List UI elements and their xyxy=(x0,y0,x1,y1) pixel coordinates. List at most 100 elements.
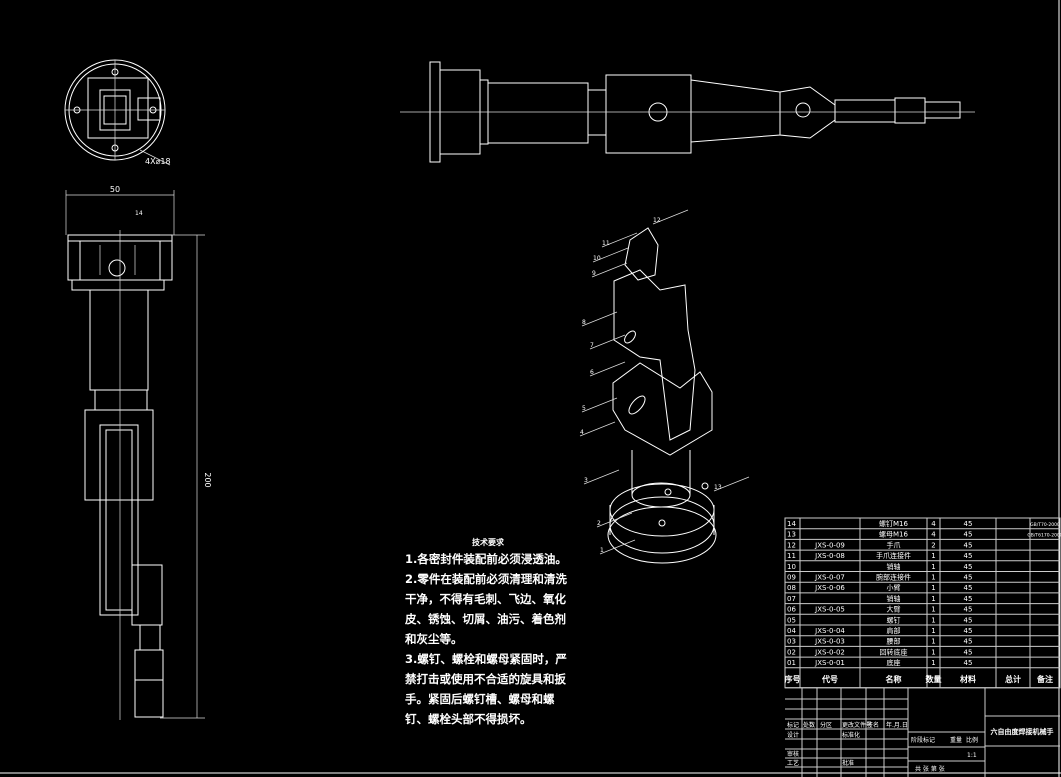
tb-change-doc: 更改文件号 xyxy=(842,721,872,729)
bom-header-name: 名称 xyxy=(886,674,902,684)
bom-cell-name: 回转底座 xyxy=(880,647,908,656)
tech-req-title: 技术要求 xyxy=(472,538,504,547)
bom-cell-qty: 4 xyxy=(931,520,936,528)
width-dimension: 50 xyxy=(110,185,120,194)
tb-sheets: 共 张 第 张 xyxy=(915,765,945,773)
bom-cell-name: 螺钉M16 xyxy=(879,519,908,528)
part-balloon: 6 xyxy=(590,369,594,376)
part-balloon: 1 xyxy=(600,547,604,554)
title-block: 标记处数分区更改文件号签名年.月.日设计标准化审核工艺批准阶段标记重量比例1:1… xyxy=(785,687,1060,777)
leader-line xyxy=(583,469,620,485)
tech-req-line: 1.各密封件装配前必须浸透油。 xyxy=(405,552,567,566)
bom-cell-material: 45 xyxy=(964,606,973,614)
tb-approve: 批准 xyxy=(842,759,854,767)
bom-cell-name: 腰部 xyxy=(887,637,901,646)
bom-header-remark: 备注 xyxy=(1036,674,1053,684)
bom-cell-no: 14 xyxy=(787,520,796,528)
tb-designer: 设计 xyxy=(787,731,799,739)
tb-scale: 比例 xyxy=(966,736,978,744)
bom-cell-code: JXS-0-09 xyxy=(814,541,845,549)
bom-cell-name: 底座 xyxy=(887,658,901,667)
bom-cell-material: 45 xyxy=(964,552,973,560)
bom-cell-qty: 2 xyxy=(931,541,935,549)
leader-line xyxy=(592,247,629,263)
bom-cell-material: 45 xyxy=(964,520,973,528)
part-balloon: 7 xyxy=(590,342,594,349)
bom-cell-code: JXS-0-08 xyxy=(814,552,845,560)
part-balloon: 3 xyxy=(584,477,588,484)
part-balloon: 4 xyxy=(580,429,584,436)
tb-date: 年.月.日 xyxy=(886,721,908,729)
tb-weight: 重量 xyxy=(950,736,962,744)
holes-dimension: 4X⌀18 xyxy=(145,157,171,166)
bom-cell-material: 45 xyxy=(964,616,973,624)
bom-cell-qty: 1 xyxy=(931,552,935,560)
bom-cell-qty: 1 xyxy=(931,638,935,646)
technical-requirements: 技术要求 1.各密封件装配前必须浸透油。 2.零件在装配前必须清理和清洗干净，不… xyxy=(405,536,571,729)
tb-signature: 签名 xyxy=(867,721,879,729)
bom-cell-qty: 1 xyxy=(931,563,935,571)
tech-req-line: 2.零件在装配前必须清理和清洗干净，不得有毛刺、飞边、氧化皮、锈蚀、切屑、油污、… xyxy=(405,572,567,646)
part-balloon: 13 xyxy=(714,484,722,491)
leader-line xyxy=(596,512,633,528)
bom-cell-qty: 1 xyxy=(931,648,935,656)
bom-cell-material: 45 xyxy=(964,584,973,592)
part-balloon: 12 xyxy=(653,217,661,224)
bom-cell-qty: 1 xyxy=(931,595,935,603)
bom-cell-qty: 1 xyxy=(931,627,935,635)
tb-count: 处数 xyxy=(803,721,815,729)
bom-cell-no: 07 xyxy=(787,595,796,603)
bom-cell-material: 45 xyxy=(964,648,973,656)
bom-cell-no: 06 xyxy=(787,606,796,614)
bom-header-weight: 总计 xyxy=(1005,674,1021,684)
part-balloon: 11 xyxy=(602,240,610,247)
bom-cell-name: 手爪连接件 xyxy=(876,551,911,560)
bom-cell-code: JXS-0-06 xyxy=(814,584,845,592)
bom-cell-material: 45 xyxy=(964,595,973,603)
bom-cell-material: 45 xyxy=(964,563,973,571)
part-balloon: 2 xyxy=(597,520,601,527)
bom-cell-code: JXS-0-03 xyxy=(814,638,845,646)
top-view: 4X⌀18 xyxy=(64,59,171,166)
bom-cell-material: 45 xyxy=(964,627,973,635)
leader-line xyxy=(579,421,616,437)
bom-header-qty: 数量 xyxy=(926,674,942,684)
bom-cell-no: 09 xyxy=(787,574,796,582)
bom-cell-material: 45 xyxy=(964,541,973,549)
bom-header-code: 代号 xyxy=(821,674,838,684)
leader-line xyxy=(589,334,626,350)
bom-cell-no: 03 xyxy=(787,638,796,646)
bom-cell-material: 45 xyxy=(964,659,973,667)
part-balloon: 5 xyxy=(582,405,586,412)
leader-line xyxy=(601,232,638,248)
bom-cell-name: 腕部连接件 xyxy=(876,573,911,582)
tech-req-line: 3.螺钉、螺栓和螺母紧固时，严禁打击或使用不合适的旋具和扳手。紧固后螺钉槽、螺母… xyxy=(405,652,567,726)
bom-cell-remark: GB/T6170-2000 xyxy=(1027,533,1061,539)
part-balloon: 10 xyxy=(593,255,601,262)
part-balloon: 9 xyxy=(592,270,596,277)
bom-cell-name: 手爪 xyxy=(887,540,901,549)
tb-zone: 分区 xyxy=(820,721,832,729)
bom-cell-no: 08 xyxy=(787,584,796,592)
height-dimension: 200 xyxy=(203,472,212,487)
bom-cell-qty: 1 xyxy=(931,659,935,667)
bom-cell-qty: 1 xyxy=(931,584,935,592)
bom-cell-no: 05 xyxy=(787,616,796,624)
tb-process: 工艺 xyxy=(787,759,799,767)
bom-cell-no: 11 xyxy=(787,552,796,560)
bom-cell-name: 销轴 xyxy=(887,594,901,603)
front-view: 50 14 200 xyxy=(65,185,212,720)
bom-cell-qty: 4 xyxy=(931,531,936,539)
bom-cell-code: JXS-0-04 xyxy=(814,627,845,635)
bom-cell-name: 小臂 xyxy=(887,583,901,592)
bom-cell-no: 13 xyxy=(787,531,796,539)
bom-cell-name: 销轴 xyxy=(887,562,901,571)
bom-cell-code: JXS-0-02 xyxy=(814,648,845,656)
bom-cell-name: 大臂 xyxy=(887,605,901,614)
bom-cell-material: 45 xyxy=(964,531,973,539)
leader-line xyxy=(713,476,750,492)
tb-standardize: 标准化 xyxy=(842,731,860,739)
leader-line xyxy=(591,262,628,278)
